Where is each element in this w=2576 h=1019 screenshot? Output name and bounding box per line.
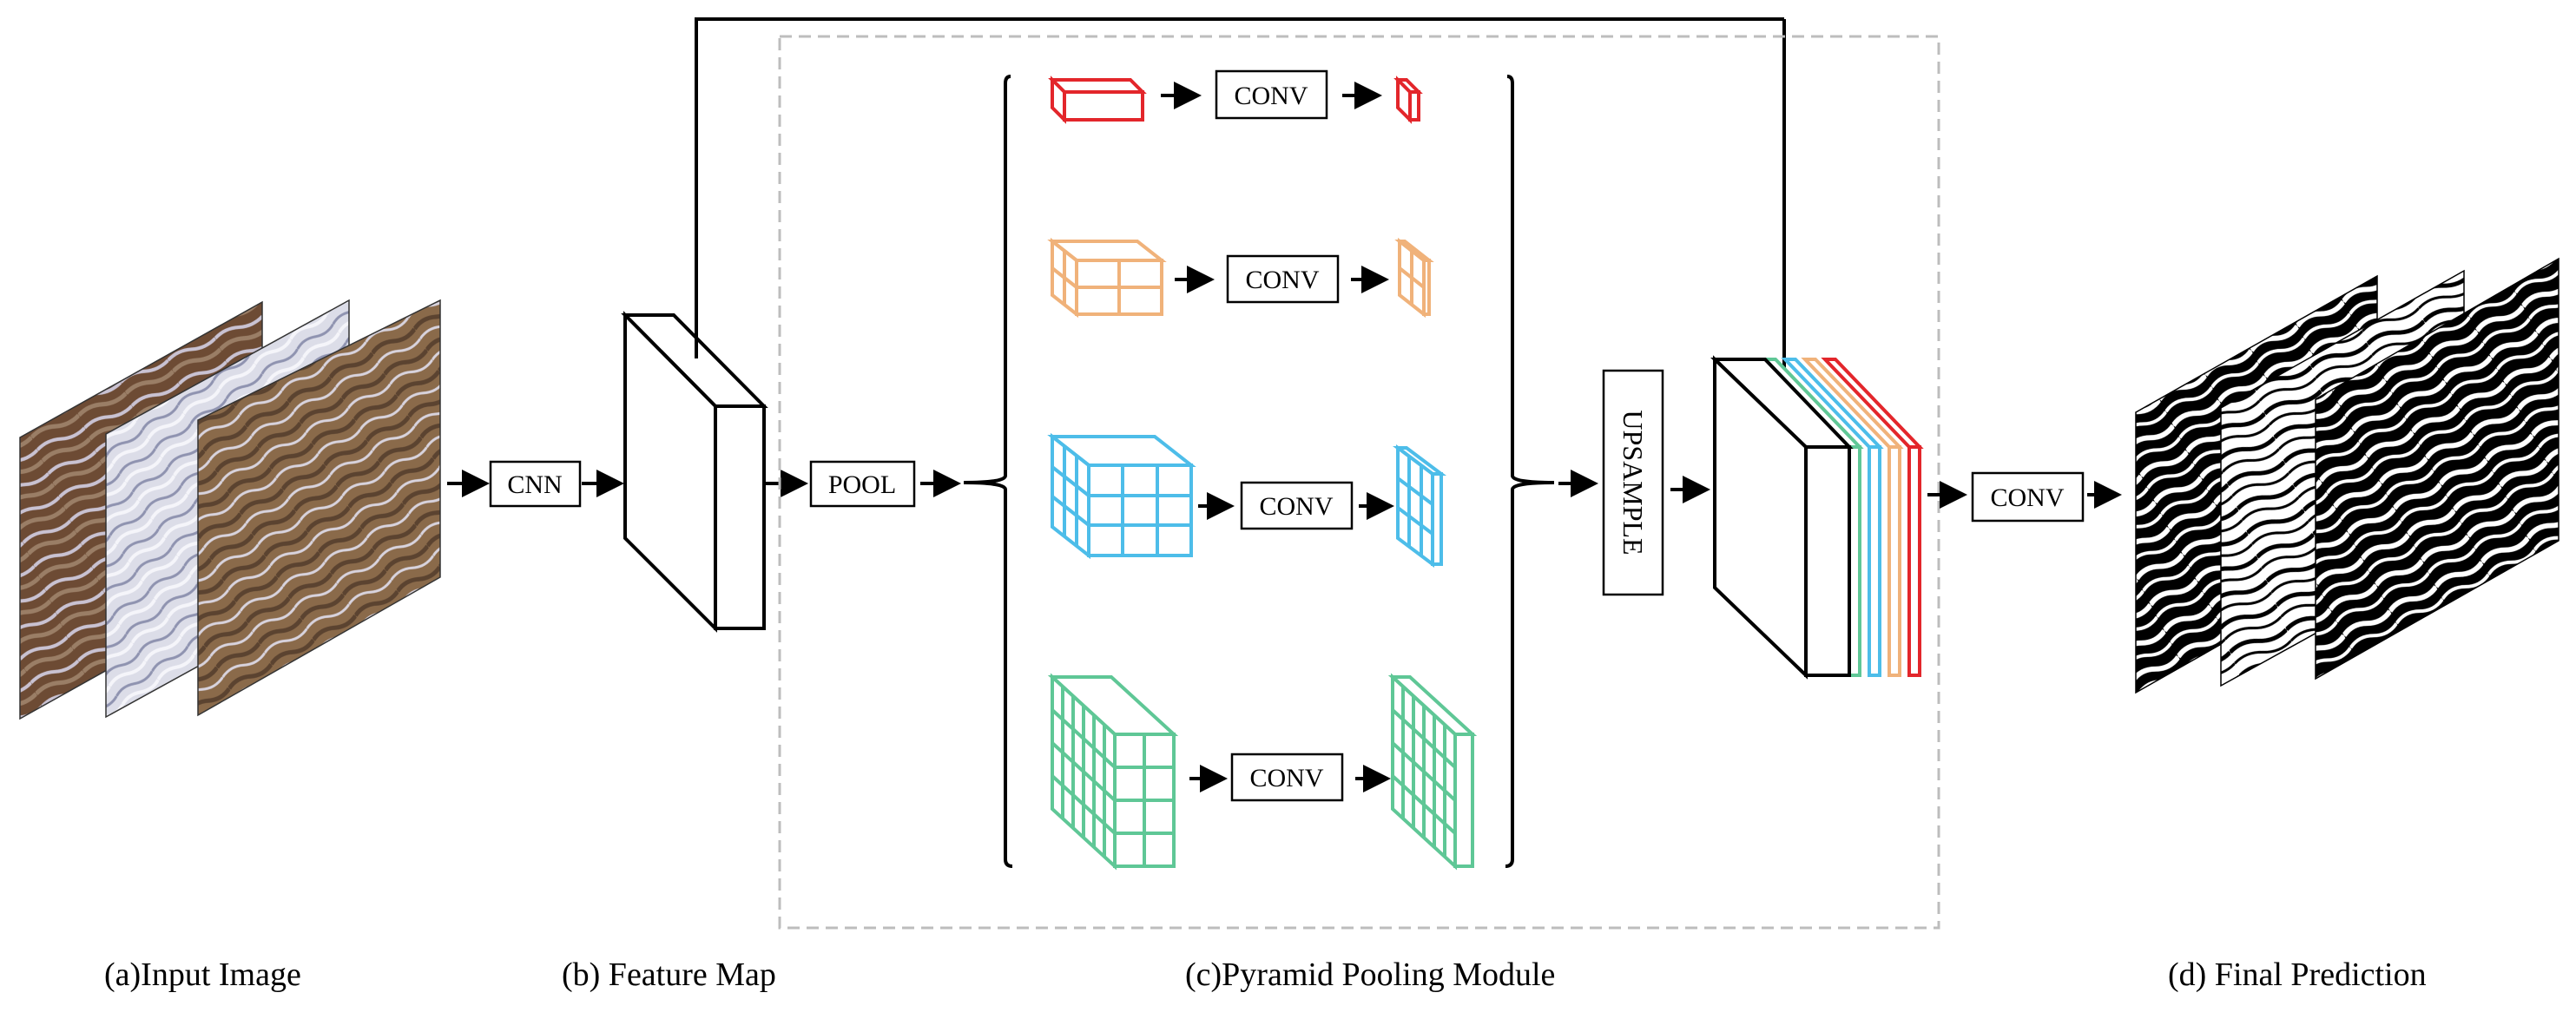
upsample-box: UPSAMPLE	[1602, 369, 1664, 596]
concat-slice-red	[1821, 358, 1924, 677]
blue-conv-block	[1393, 444, 1446, 568]
input-image-layer-3	[197, 299, 441, 717]
pool-box: POOL	[809, 460, 916, 508]
orange-conv-block	[1394, 237, 1434, 319]
caption-input-image: (a)Input Image	[104, 957, 301, 993]
feature-map-block	[621, 311, 768, 633]
right-bracket	[1505, 75, 1555, 868]
caption-feature-map: (b) Feature Map	[562, 957, 776, 993]
final-conv-box: CONV	[1971, 471, 2085, 523]
green-conv-block	[1387, 673, 1478, 871]
concat-slice-feature	[1710, 355, 1854, 680]
green-pooled-block	[1047, 673, 1179, 871]
branch-1-red: CONV	[1048, 69, 1423, 124]
cnn-box: CNN	[489, 460, 582, 508]
caption-final-prediction: (d) Final Prediction	[2168, 957, 2427, 993]
red-pooled-block	[1048, 76, 1147, 124]
cnn-label: CNN	[507, 470, 562, 499]
branch-2-orange: CONV	[1047, 237, 1434, 319]
conv-label-3: CONV	[1259, 492, 1333, 521]
input-image-stack	[19, 299, 441, 720]
blue-pooled-block	[1047, 432, 1196, 560]
concat-slice-orange	[1801, 358, 1904, 677]
skip-connection-line	[695, 17, 1784, 358]
branch-3-blue: CONV	[1047, 432, 1446, 568]
orange-pooled-block	[1047, 237, 1167, 319]
conv-label-2: CONV	[1245, 266, 1319, 294]
pyramid-pooling-module-border	[778, 35, 1940, 930]
upsample-label: UPSAMPLE	[1617, 410, 1649, 555]
left-bracket	[963, 75, 1013, 868]
conv-label-4: CONV	[1249, 764, 1323, 792]
final-prediction-stack	[2135, 257, 2560, 694]
prediction-mask-layer-3	[2315, 257, 2560, 680]
pool-label: POOL	[828, 470, 896, 499]
branch-4-green: CONV	[1047, 673, 1478, 871]
concat-slice-blue	[1781, 358, 1884, 677]
red-conv-block	[1393, 76, 1423, 124]
concat-feature-block	[1710, 355, 1924, 680]
conv-label-1: CONV	[1234, 82, 1308, 110]
final-conv-label: CONV	[1990, 483, 2064, 512]
caption-pyramid-pooling-module: (c)Pyramid Pooling Module	[1185, 957, 1555, 993]
